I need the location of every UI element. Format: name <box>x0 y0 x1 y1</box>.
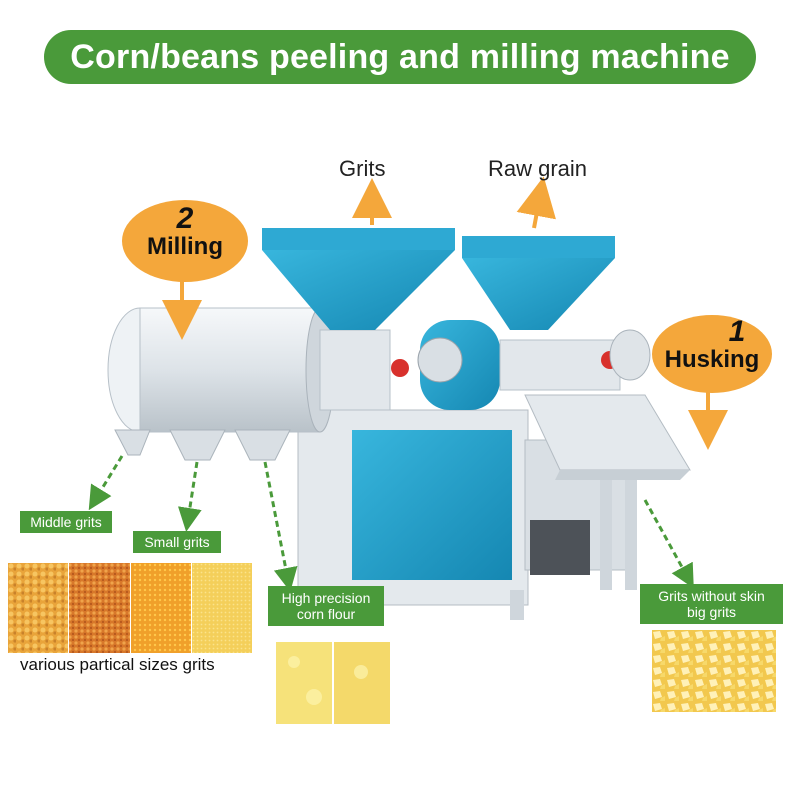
husking-step-label: Husking <box>664 346 760 373</box>
hoppers <box>262 228 615 330</box>
big-grits-label: Grits without skin big grits <box>640 584 783 624</box>
corn-flour-swatch-1 <box>276 642 332 724</box>
small-grits-label: Small grits <box>133 531 221 553</box>
corn-flour-swatch-2 <box>334 642 390 724</box>
corn-flour-label-line2: corn flour <box>296 606 356 622</box>
middle-grits-label: Middle grits <box>20 511 112 533</box>
fine-grits-swatch <box>192 563 252 653</box>
corn-flour-label: High precision corn flour <box>268 586 384 626</box>
machine-frame <box>297 409 637 620</box>
middle-grits-swatch <box>8 563 68 653</box>
big-grits-swatch <box>652 630 776 712</box>
milling-step-number: 2 <box>176 202 194 235</box>
grits-label: Grits <box>339 156 386 181</box>
big-grits-label-line1: Grits without skin <box>658 588 765 604</box>
various-grits-swatches <box>8 563 252 653</box>
corn-flour-swatches <box>276 642 390 724</box>
big-grits-label-line2: big grits <box>686 604 737 620</box>
husking-step-number: 1 <box>728 315 746 348</box>
milling-step-label: Milling <box>147 233 223 260</box>
medium-grits-swatch <box>69 563 130 653</box>
husking-step-badge: 1 Husking <box>652 315 772 393</box>
raw-grain-label: Raw grain <box>488 156 588 181</box>
milling-step-badge: 2 Milling <box>122 200 248 282</box>
motor-housing <box>417 320 651 410</box>
various-grits-caption: various partical sizes grits <box>20 655 215 674</box>
corn-flour-label-line1: High precision <box>281 590 371 606</box>
husking-chute <box>524 394 691 480</box>
page-title: Corn/beans peeling and milling machine <box>44 30 756 84</box>
small-grits-swatch <box>131 563 191 653</box>
